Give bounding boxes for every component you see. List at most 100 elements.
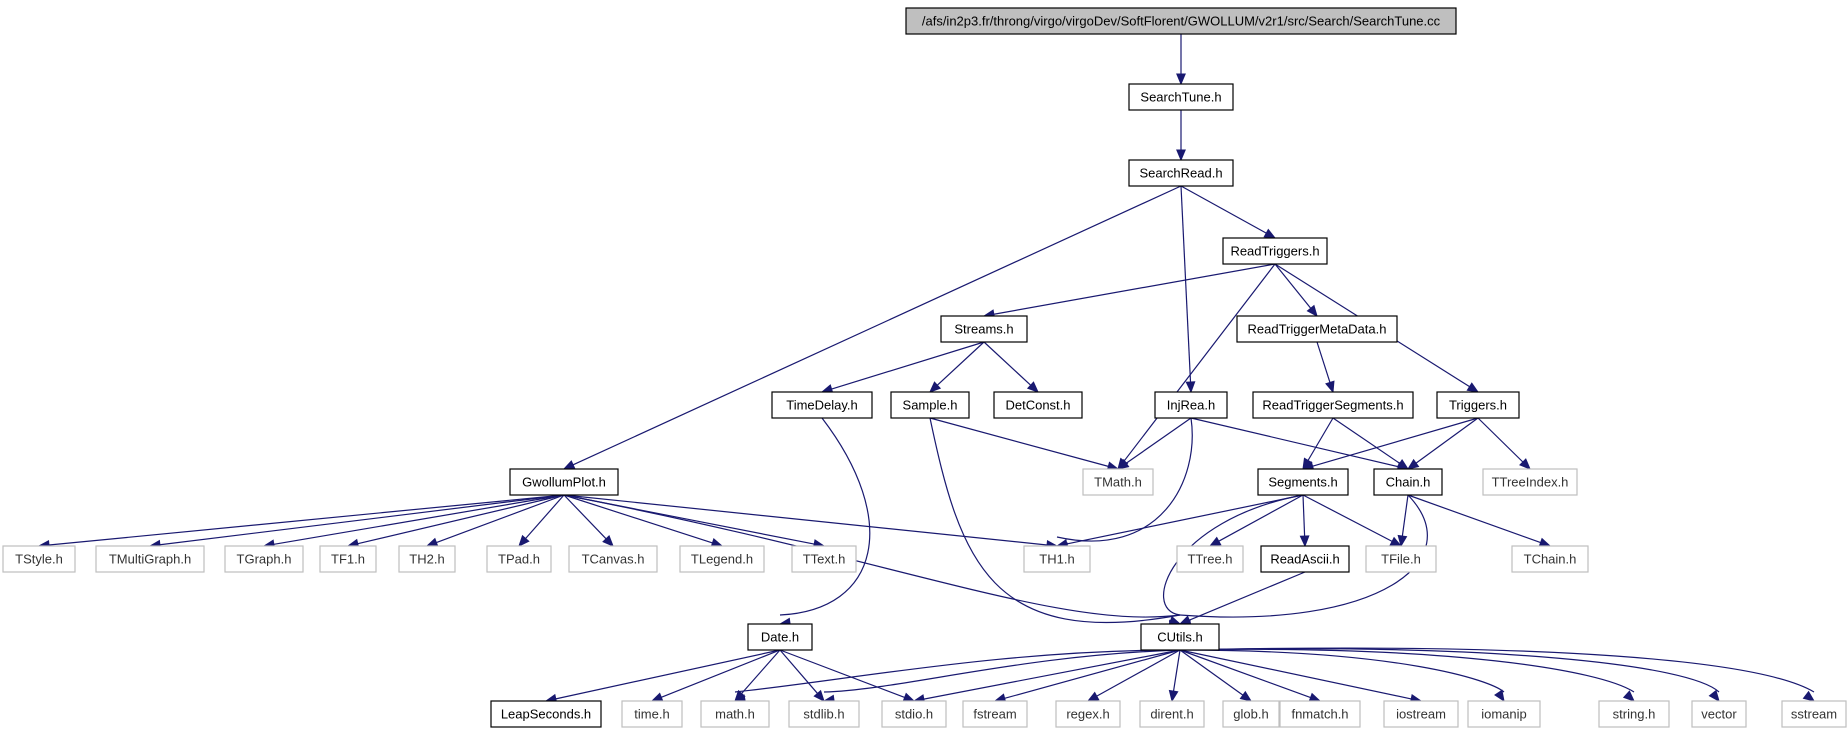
node-box-dirent <box>1139 700 1205 728</box>
arrowhead-ReadTriggers-to-Triggers <box>1466 382 1480 393</box>
node-Sample[interactable]: Sample.h <box>890 391 970 419</box>
edge-ReadTriggers-to-TMath <box>1123 263 1276 462</box>
node-box-TTreeIndex <box>1482 468 1578 496</box>
node-label-TLegend: TLegend.h <box>691 551 753 566</box>
node-label-ReadTriggerSegments: ReadTriggerSegments.h <box>1262 397 1403 412</box>
node-label-fstream: fstream <box>973 706 1016 721</box>
node-box-TH2 <box>398 545 456 573</box>
node-TChain: TChain.h <box>1511 545 1589 573</box>
edge-SearchRead-to-GwollumPlot <box>572 185 1182 466</box>
node-Segments[interactable]: Segments.h <box>1257 468 1349 496</box>
node-label-GwollumPlot: GwollumPlot.h <box>522 474 606 489</box>
node-box-TPad <box>486 545 552 573</box>
node-label-Sample: Sample.h <box>903 397 958 412</box>
edge-CUtils-to-iomanip <box>1179 649 1505 693</box>
node-root[interactable]: /afs/in2p3.fr/throng/virgo/virgoDev/Soft… <box>905 7 1457 35</box>
node-ReadAscii[interactable]: ReadAscii.h <box>1260 545 1350 573</box>
node-TFile: TFile.h <box>1365 545 1437 573</box>
arrowhead-CUtils-to-vector <box>1708 689 1720 703</box>
arrowhead-CUtils-to-string <box>1622 690 1635 702</box>
edge-ReadAscii-to-CUtils <box>1188 571 1306 621</box>
node-TGraph: TGraph.h <box>224 545 304 573</box>
node-label-glob: glob.h <box>1233 706 1268 721</box>
node-label-TPad: TPad.h <box>498 551 540 566</box>
node-label-DetConst: DetConst.h <box>1005 397 1070 412</box>
node-LeapSeconds[interactable]: LeapSeconds.h <box>490 700 602 728</box>
node-Chain[interactable]: Chain.h <box>1373 468 1443 496</box>
node-iomanip: iomanip <box>1467 700 1541 728</box>
node-SearchRead[interactable]: SearchRead.h <box>1128 159 1234 187</box>
node-TimeDelay[interactable]: TimeDelay.h <box>771 391 873 419</box>
node-string: string.h <box>1598 700 1670 728</box>
node-Streams[interactable]: Streams.h <box>940 315 1028 343</box>
node-sstream: sstream <box>1781 700 1847 728</box>
node-InjRea[interactable]: InjRea.h <box>1154 391 1228 419</box>
edge-GwollumPlot-to-TMultiGraph <box>159 494 565 546</box>
edge-Date-to-stdio <box>779 649 905 699</box>
node-box-Triggers <box>1436 391 1520 419</box>
edge-CUtils-to-iostream <box>1179 649 1412 700</box>
edge-Date-to-math <box>741 649 781 694</box>
node-box-TStyle <box>2 545 76 573</box>
arrowhead-Segments-to-ReadAscii <box>1299 535 1310 548</box>
node-ReadTriggerSegments[interactable]: ReadTriggerSegments.h <box>1252 391 1414 419</box>
edge-GwollumPlot-to-TF1 <box>357 494 565 545</box>
edge-Chain-to-TFile <box>1401 494 1409 537</box>
node-ReadTriggerMetaData[interactable]: ReadTriggerMetaData.h <box>1236 315 1398 343</box>
edge-CUtils-to-string <box>1179 648 1635 693</box>
node-box-ReadTriggers <box>1222 237 1328 265</box>
edge-Date-to-time <box>661 649 781 698</box>
node-iostream: iostream <box>1383 700 1459 728</box>
edges-layer <box>37 34 1816 705</box>
edge-InjRea-to-Chain <box>1190 417 1399 468</box>
edge-ReadTriggerMetaData-to-ReadTriggerSegments <box>1316 341 1331 383</box>
arrowhead-SearchRead-to-ReadTriggers <box>1263 228 1277 239</box>
node-label-Streams: Streams.h <box>954 321 1013 336</box>
node-label-root: /afs/in2p3.fr/throng/virgo/virgoDev/Soft… <box>922 13 1441 28</box>
node-DetConst[interactable]: DetConst.h <box>993 391 1083 419</box>
node-label-TGraph: TGraph.h <box>237 551 292 566</box>
arrowhead-CUtils-to-glob <box>1239 690 1253 702</box>
node-ReadTriggers[interactable]: ReadTriggers.h <box>1222 237 1328 265</box>
node-TPad: TPad.h <box>486 545 552 573</box>
node-box-root <box>905 7 1457 35</box>
node-label-string: string.h <box>1613 706 1656 721</box>
arrowhead-CUtils-to-fnmatch <box>1308 692 1322 703</box>
node-CUtils[interactable]: CUtils.h <box>1140 623 1220 651</box>
node-label-regex: regex.h <box>1066 706 1109 721</box>
arrowhead-Streams-to-DetConst <box>1026 381 1039 393</box>
node-vector: vector <box>1691 700 1747 728</box>
node-regex: regex.h <box>1055 700 1121 728</box>
node-Date[interactable]: Date.h <box>747 623 813 651</box>
node-label-time: time.h <box>634 706 669 721</box>
node-box-iomanip <box>1467 700 1541 728</box>
node-label-stdlib: stdlib.h <box>803 706 844 721</box>
node-box-TLegend <box>679 545 765 573</box>
node-box-TTree <box>1176 545 1244 573</box>
arrowhead-CUtils-to-dirent <box>1168 689 1179 703</box>
node-label-iostream: iostream <box>1396 706 1446 721</box>
edge-Segments-to-TFile <box>1302 494 1393 542</box>
node-Triggers[interactable]: Triggers.h <box>1436 391 1520 419</box>
node-box-TCanvas <box>568 545 658 573</box>
edge-GwollumPlot-to-TStyle <box>48 494 565 546</box>
node-box-time <box>621 700 683 728</box>
arrowhead-GwollumPlot-to-TPad <box>518 534 530 547</box>
node-GwollumPlot[interactable]: GwollumPlot.h <box>509 468 619 496</box>
node-box-sstream <box>1781 700 1847 728</box>
arrowhead-GwollumPlot-to-TCanvas <box>602 534 614 547</box>
node-SearchTune[interactable]: SearchTune.h <box>1128 83 1234 111</box>
edge-ReadTriggerSegments-to-Segments <box>1307 417 1334 461</box>
arrowhead-ReadAscii-to-CUtils <box>1178 615 1192 625</box>
edge-CUtils-to-fnmatch <box>1179 649 1311 699</box>
node-box-TChain <box>1511 545 1589 573</box>
node-math: math.h <box>700 700 770 728</box>
node-time: time.h <box>621 700 683 728</box>
node-box-stdlib <box>788 700 860 728</box>
node-box-CUtils <box>1140 623 1220 651</box>
edge-TimeDelay-to-Date <box>779 417 871 616</box>
node-label-LeapSeconds: LeapSeconds.h <box>501 706 591 721</box>
edge-SearchRead-to-InjRea <box>1180 185 1192 383</box>
edge-Triggers-to-Segments <box>1312 417 1479 467</box>
node-box-TMultiGraph <box>95 545 205 573</box>
